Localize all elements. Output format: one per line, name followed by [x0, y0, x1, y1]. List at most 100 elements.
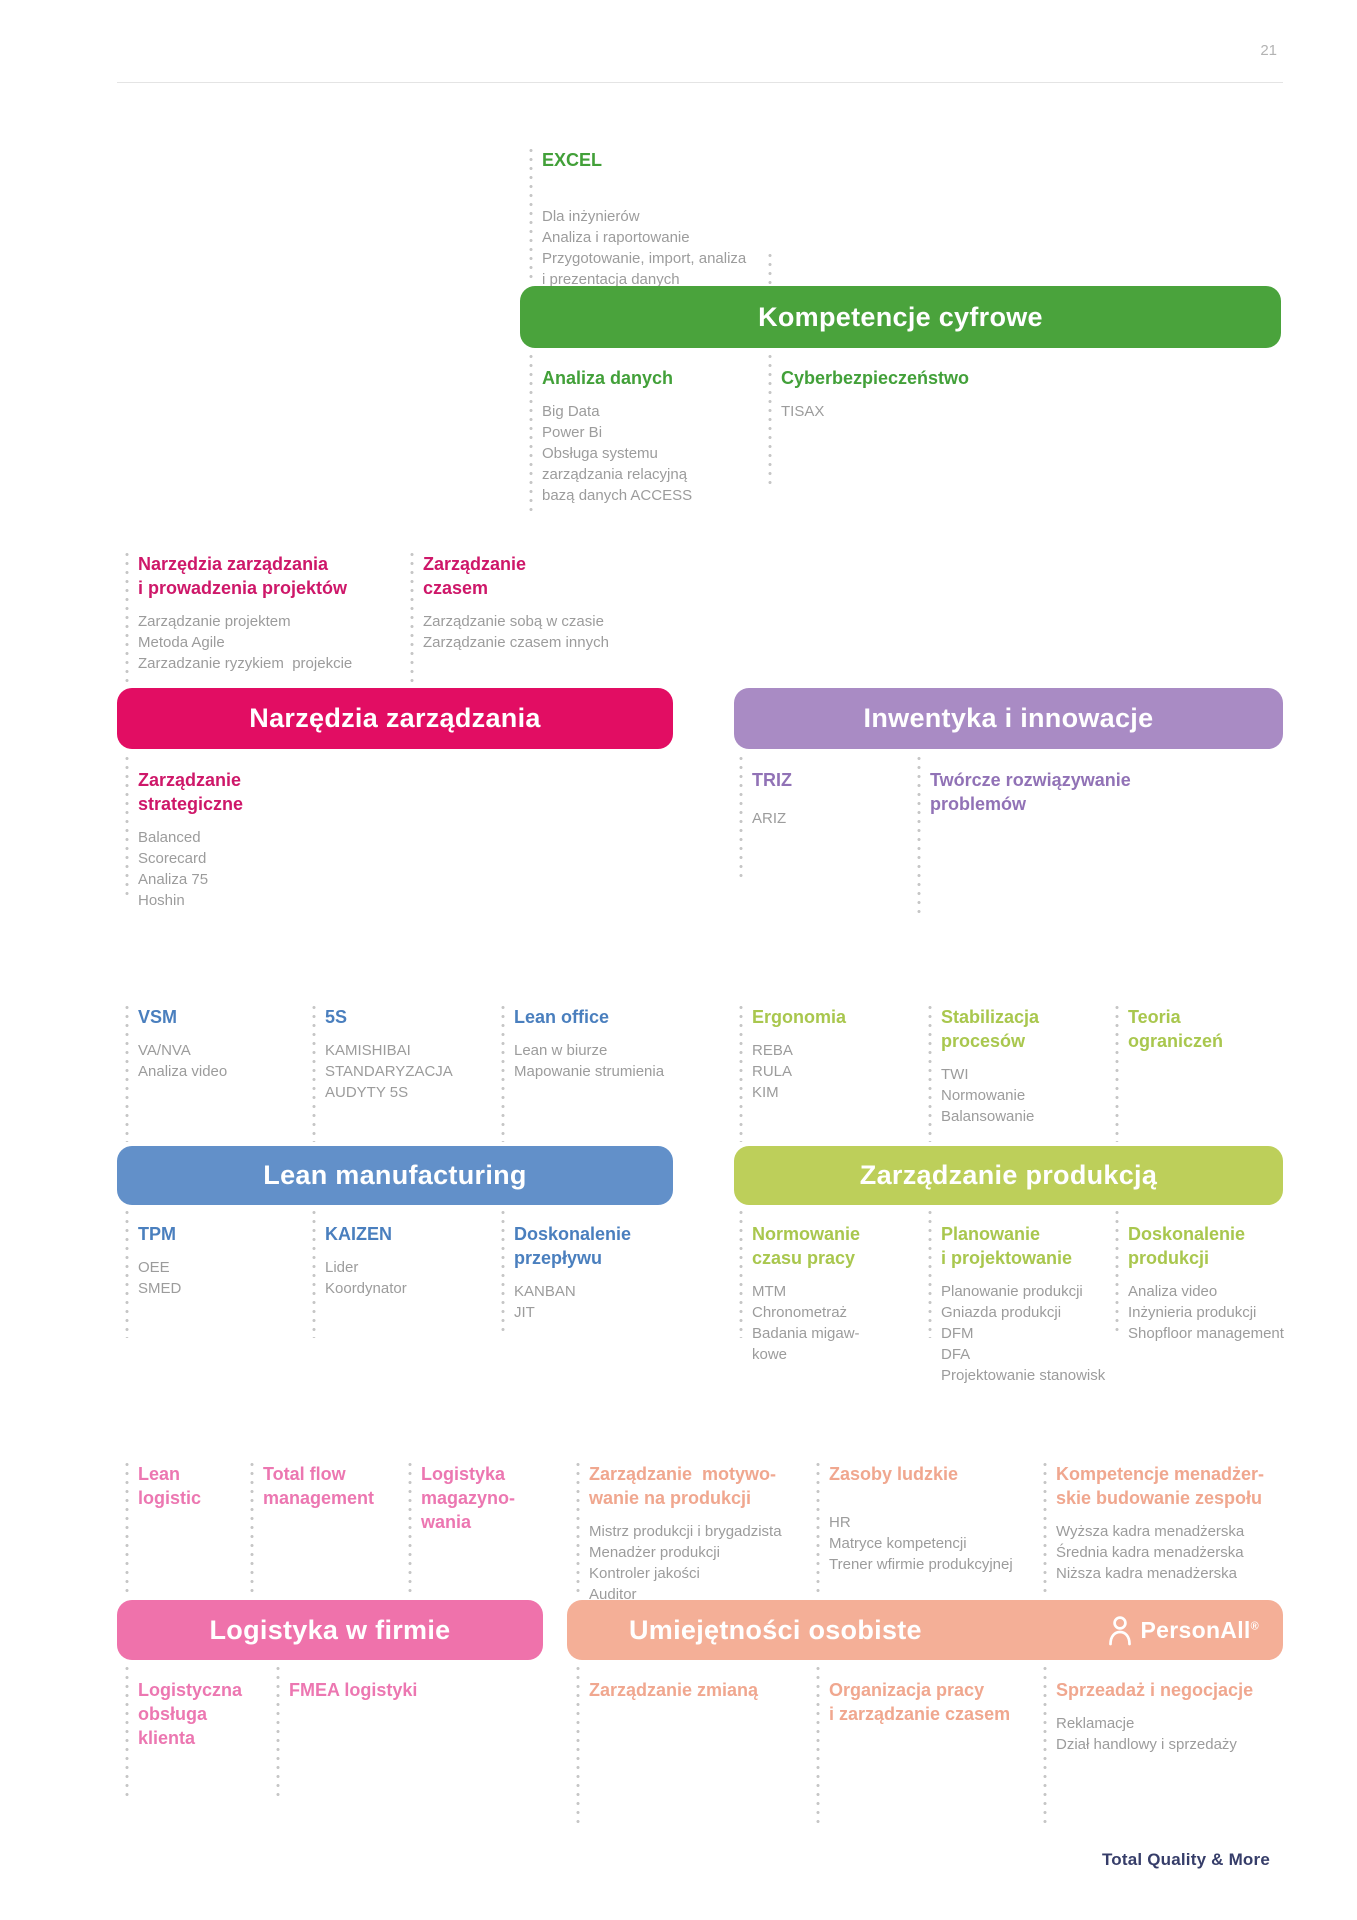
topic-teoria-ograniczen-title: Teoria ograniczeń — [1128, 1007, 1224, 1051]
topic-5s-title: 5S — [325, 1007, 348, 1027]
topic-zarzadzanie-motywowanie: Zarządzanie motywo- wanie na produkcji M… — [576, 1460, 782, 1605]
banner-logistyka-w-firmie: Logistyka w firmie — [117, 1600, 543, 1660]
topic-cyberbezpieczenstwo: Cyberbezpieczeństwo TISAX — [768, 352, 970, 488]
topic-zarzadzanie-zmiana-title: Zarządzanie zmianą — [589, 1680, 759, 1700]
topic-organizacja-pracy-title: Organizacja pracy i zarządzanie czasem — [829, 1680, 1011, 1724]
dotted-line — [576, 1460, 580, 1595]
topic-cyberbezpieczenstwo-title: Cyberbezpieczeństwo — [781, 368, 970, 388]
topic-lean-office-title: Lean office — [514, 1007, 610, 1027]
dotted-line — [816, 1664, 820, 1828]
personall-logo: PersonAll® — [1107, 1600, 1259, 1660]
dotted-line — [125, 1664, 129, 1800]
topic-tpm-title: TPM — [138, 1224, 176, 1244]
topic-5s-list: KAMISHIBAI STANDARYZACJA AUDYTY 5S — [325, 1042, 453, 1101]
topic-zarzadzanie-strategiczne-title: Zarządzanie strategiczne — [138, 770, 244, 814]
dotted-line — [250, 1460, 254, 1595]
topic-logistyczna-obsluga-klienta-title: Logistyczna obsługa klienta — [138, 1680, 243, 1748]
topic-fmea-logistyki-title: FMEA logistyki — [289, 1680, 418, 1700]
topic-logistyka-magazynowania: Logistyka magazyno- wania — [408, 1460, 516, 1595]
topic-kaizen-title: KAIZEN — [325, 1224, 392, 1244]
banner-narzedzia-zarzadzania-label: Narzędzia zarządzania — [249, 703, 541, 733]
topic-analiza-danych-list: Big Data Power Bi Obsługa systemu zarząd… — [542, 403, 693, 504]
topic-doskonalenie-przeplywu-list: KANBAN JIT — [514, 1283, 576, 1321]
topic-stabilizacja-procesow-list: TWI Normowanie Balansowanie — [941, 1066, 1035, 1125]
topic-analiza-danych-title: Analiza danych — [542, 368, 674, 388]
dotted-line — [917, 754, 921, 918]
topic-doskonalenie-produkcji-list: Analiza video Inżynieria produkcji Shopf… — [1128, 1283, 1284, 1342]
banner-narzedzia-zarzadzania: Narzędzia zarządzania — [117, 688, 673, 749]
banner-lean-manufacturing-label: Lean manufacturing — [263, 1160, 527, 1190]
topic-logistyka-magazynowania-title: Logistyka magazyno- wania — [421, 1464, 516, 1532]
topic-normowanie-czasu-pracy: Normowanie czasu pracy MTM Chronometraż … — [739, 1208, 860, 1365]
topic-lean-logistic: Lean logistic — [125, 1460, 202, 1595]
topic-narzedzia-projekty-title: Narzędzia zarządzania i prowadzenia proj… — [138, 554, 348, 598]
banner-zarzadzanie-produkcja: Zarządzanie produkcją — [734, 1146, 1283, 1205]
topic-cyberbezpieczenstwo-list: TISAX — [781, 403, 825, 420]
topic-kompetencje-menadzerskie: Kompetencje menadżer- skie budowanie zes… — [1043, 1460, 1264, 1595]
dotted-line — [125, 754, 129, 898]
registered-mark: ® — [1250, 1619, 1259, 1632]
topic-vsm: VSM VA/NVA Analiza video — [125, 1003, 228, 1142]
banner-umiejetnosci-osobiste-label: Umiejętności osobiste — [629, 1614, 922, 1645]
banner-kompetencje-cyfrowe: Kompetencje cyfrowe — [520, 286, 1281, 348]
topic-fmea-logistyki: FMEA logistyki — [276, 1664, 418, 1800]
topic-planowanie-projektowanie: Planowanie i projektowanie Planowanie pr… — [928, 1208, 1105, 1386]
dotted-line — [739, 754, 743, 883]
topic-organizacja-pracy: Organizacja pracy i zarządzanie czasem — [816, 1664, 1011, 1828]
dotted-line — [312, 1003, 316, 1142]
topic-doskonalenie-przeplywu-title: Doskonalenie przepływu — [514, 1224, 632, 1268]
topic-doskonalenie-przeplywu: Doskonalenie przepływu KANBAN JIT — [501, 1208, 632, 1332]
dotted-line — [125, 550, 129, 685]
dotted-line — [312, 1208, 316, 1338]
topic-vsm-title: VSM — [138, 1007, 178, 1027]
topic-kaizen-list: Lider Koordynator — [325, 1259, 407, 1297]
topic-zarzadzanie-czasem-list: Zarządzanie sobą w czasie Zarządzanie cz… — [423, 613, 609, 651]
footer-brand-text: Total Quality & More — [1101, 1850, 1270, 1869]
banner-kompetencje-cyfrowe-label: Kompetencje cyfrowe — [758, 301, 1043, 332]
topic-zarzadzanie-strategiczne: Zarządzanie strategiczne Balanced Scorec… — [125, 754, 244, 911]
banner-logistyka-w-firmie-label: Logistyka w firmie — [209, 1614, 451, 1645]
topic-ergonomia-title: Ergonomia — [752, 1007, 847, 1027]
banner-inwentyka-innowacje: Inwentyka i innowacje — [734, 688, 1283, 749]
topic-zarzadzanie-czasem-title: Zarządzanie czasem — [423, 554, 527, 598]
dotted-line — [276, 1664, 280, 1800]
topic-zasoby-ludzkie-title: Zasoby ludzkie — [829, 1464, 959, 1484]
banner-lean-manufacturing: Lean manufacturing — [117, 1146, 673, 1205]
topic-ergonomia-list: REBA RULA KIM — [752, 1042, 793, 1101]
topic-tpm: TPM OEE SMED — [125, 1208, 182, 1338]
topic-teoria-ograniczen: Teoria ograniczeń — [1115, 1003, 1224, 1142]
topic-vsm-list: VA/NVA Analiza video — [138, 1042, 228, 1080]
dotted-line — [529, 146, 533, 283]
dotted-line — [768, 352, 772, 488]
topic-triz-list: ARIZ — [752, 810, 787, 827]
topic-zarzadzanie-strategiczne-list: Balanced Scorecard Analiza 75 Hoshin — [138, 829, 209, 909]
topic-zarzadzanie-czasem: Zarządzanie czasem Zarządzanie sobą w cz… — [410, 550, 609, 685]
dotted-line — [529, 352, 533, 514]
dotted-line — [739, 1003, 743, 1142]
dotted-line — [576, 1664, 580, 1828]
topic-lean-office-list: Lean w biurze Mapowanie strumienia — [514, 1042, 665, 1080]
dotted-line — [408, 1460, 412, 1595]
personall-person-icon — [1108, 1616, 1131, 1646]
dotted-line — [928, 1003, 932, 1142]
topic-doskonalenie-produkcji-title: Doskonalenie produkcji — [1128, 1224, 1246, 1268]
personall-brand-text: PersonAll® — [1140, 1616, 1259, 1643]
topic-lean-logistic-title: Lean logistic — [138, 1464, 202, 1508]
topic-tpm-list: OEE SMED — [138, 1259, 182, 1297]
dotted-line — [410, 550, 414, 685]
topic-total-flow-management-title: Total flow management — [263, 1464, 375, 1508]
topic-narzedzia-projekty: Narzędzia zarządzania i prowadzenia proj… — [125, 550, 352, 685]
topic-zarzadzanie-zmiana: Zarządzanie zmianą — [576, 1664, 759, 1828]
dotted-line — [1043, 1664, 1047, 1828]
topic-5s: 5S KAMISHIBAI STANDARYZACJA AUDYTY 5S — [312, 1003, 453, 1142]
dotted-line — [1043, 1460, 1047, 1595]
topic-sprzedaz-negocjacje-title: Sprzeadaż i negocjacje — [1056, 1680, 1254, 1700]
topic-sprzedaz-negocjacje: Sprzeadaż i negocjacje Reklamacje Dział … — [1043, 1664, 1254, 1828]
dotted-line — [768, 251, 772, 285]
header-rule — [117, 82, 1283, 83]
topic-triz: TRIZ ARIZ — [739, 754, 792, 883]
topic-logistyczna-obsluga-klienta: Logistyczna obsługa klienta — [125, 1664, 243, 1800]
page-number: 21 — [1260, 42, 1277, 59]
topic-zasoby-ludzkie-list: HR Matryce kompetencji Trener wfirmie pr… — [829, 1514, 1013, 1573]
